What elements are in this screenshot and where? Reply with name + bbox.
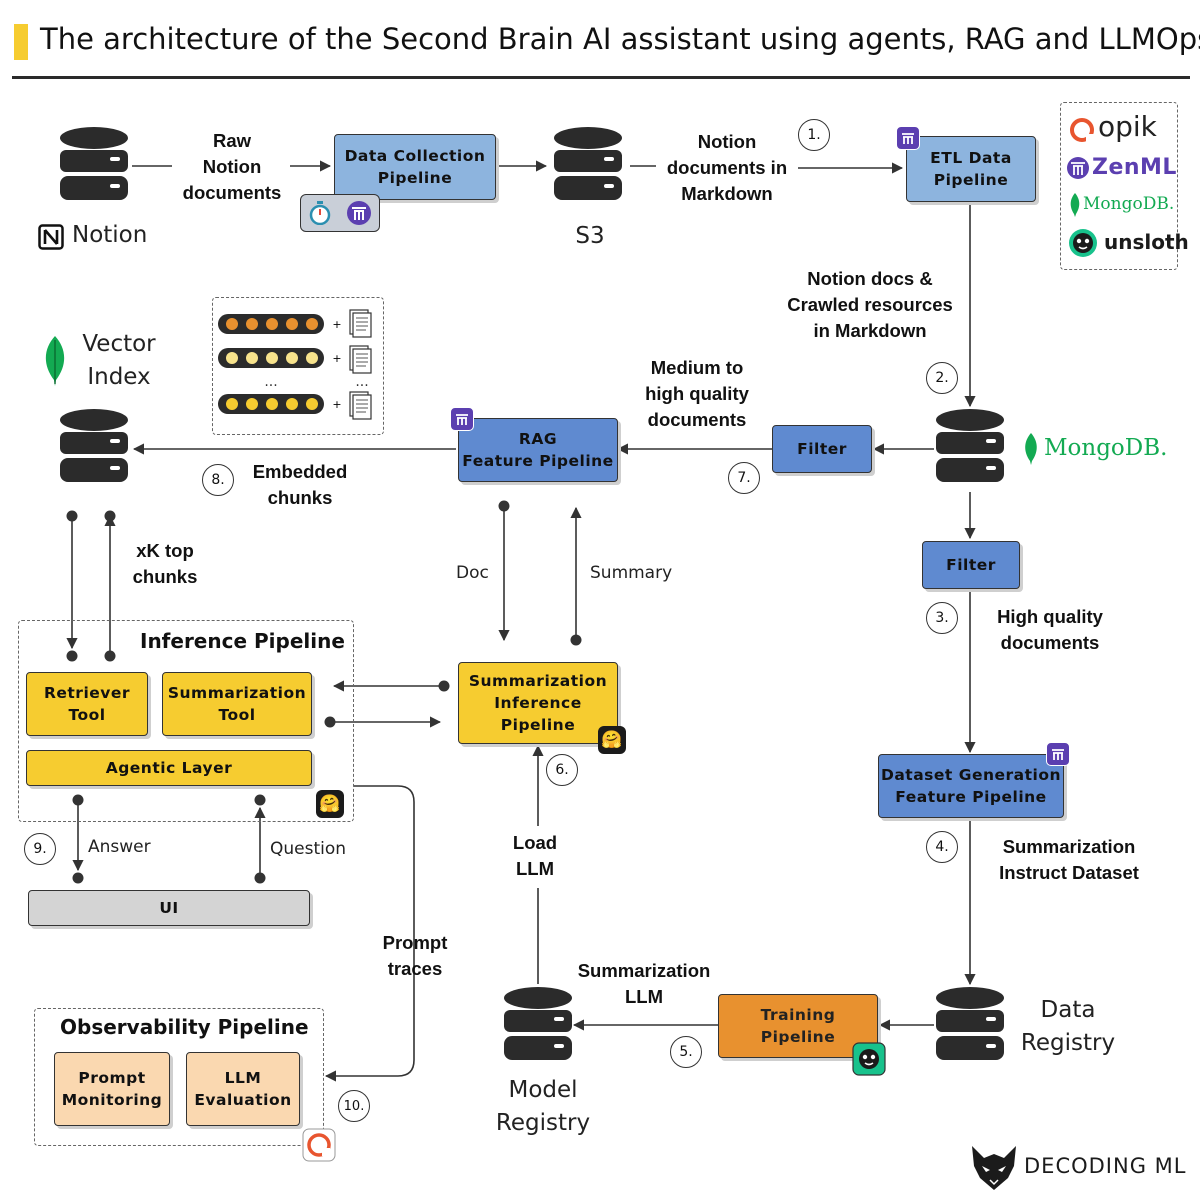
unsloth-icon [852, 1042, 886, 1076]
opik-icon [302, 1128, 336, 1162]
chunks-illustration [212, 297, 384, 435]
zenml-wordmark: ZenML [1092, 155, 1177, 180]
svg-text:+: + [332, 318, 341, 331]
filter-high-quality[interactable]: Filter [922, 541, 1020, 589]
observability-pipeline-group [34, 1008, 324, 1146]
raw-notion-label: Raw Notion documents [182, 130, 282, 203]
notion-icon [38, 224, 64, 250]
prompt-traces-label: Prompt traces [382, 932, 448, 979]
llm-evaluation[interactable]: LLM Evaluation [186, 1052, 300, 1126]
zenml-icon [1046, 742, 1070, 766]
database-icon [936, 987, 1004, 1060]
svg-text:+: + [332, 398, 341, 411]
doc-label: Doc [456, 563, 489, 583]
mongodb-leaf-icon [1025, 433, 1037, 465]
load-llm-label: Load LLM [512, 832, 558, 879]
data-collection-tools [300, 194, 380, 232]
answer-label: Answer [88, 837, 151, 857]
data-registry-label: Data Registry [1020, 997, 1116, 1056]
huggingface-icon: 🤗 [598, 726, 626, 754]
step-3: 3. [926, 602, 958, 634]
zenml-icon [1067, 157, 1089, 179]
mongodb-wordmark: MongoDB. [1044, 435, 1168, 461]
zenml-icon [450, 407, 474, 431]
step-7: 7. [728, 462, 760, 494]
summarization-inference-pipeline[interactable]: Summarization Inference Pipeline [458, 662, 618, 744]
database-icon [60, 127, 128, 200]
rag-feature-pipeline[interactable]: RAG Feature Pipeline [458, 418, 618, 482]
database-icon [504, 987, 572, 1060]
medium-high-label: Medium to high quality documents [645, 357, 749, 430]
embedded-chunks-label: Embedded chunks [252, 461, 348, 508]
agentic-layer[interactable]: Agentic Layer [26, 750, 312, 786]
opik-wordmark: opik [1098, 110, 1157, 143]
etl-data-pipeline[interactable]: ETL Data Pipeline [906, 136, 1036, 202]
mongodb-leaf-icon [1070, 193, 1080, 217]
svg-text:...: ... [264, 374, 277, 390]
step-9: 9. [24, 833, 56, 865]
inference-pipeline-group [18, 620, 354, 822]
data-collection-pipeline[interactable]: Data Collection Pipeline [334, 134, 496, 200]
svg-text:...: ... [355, 374, 368, 390]
prompt-monitoring[interactable]: Prompt Monitoring [54, 1052, 170, 1126]
crawled-resources-label: Notion docs & Crawled resources in Markd… [787, 268, 953, 341]
database-icon [554, 127, 622, 200]
summarization-llm-label: Summarization LLM [577, 960, 711, 1007]
mongodb-small-wordmark: MongoDB. [1083, 194, 1175, 214]
s3-label: S3 [575, 223, 605, 249]
opik-icon [1070, 118, 1094, 142]
step-1: 1. [798, 119, 830, 151]
embedding-vectors-graphic: ... + + + ... [218, 309, 372, 420]
zenml-icon [896, 126, 920, 150]
zenml-icon [346, 201, 371, 225]
inference-pipeline-title: Inference Pipeline [140, 629, 345, 653]
huggingface-icon: 🤗 [316, 790, 344, 818]
edge-prompt-traces [324, 785, 415, 1082]
wolf-logo [972, 1146, 1016, 1190]
step-6: 6. [546, 754, 578, 786]
tech-stack-panel [1060, 102, 1178, 270]
title-accent [14, 24, 28, 60]
page-title: The architecture of the Second Brain AI … [40, 22, 1200, 56]
dataset-generation-pipeline[interactable]: Dataset Generation Feature Pipeline [878, 754, 1064, 818]
step-10: 10. [338, 1090, 370, 1122]
question-label: Question [270, 839, 347, 859]
title-divider [12, 76, 1190, 79]
svg-text:+: + [332, 352, 341, 365]
retriever-tool[interactable]: Retriever Tool [26, 672, 148, 736]
unsloth-icon [1069, 229, 1097, 257]
database-icon [60, 409, 128, 482]
step-8: 8. [202, 464, 234, 496]
step-2: 2. [926, 362, 958, 394]
step-5: 5. [670, 1036, 702, 1068]
ui-box[interactable]: UI [28, 890, 310, 926]
database-icon [936, 409, 1004, 482]
mongodb-leaf-icon [45, 336, 65, 386]
summarization-tool[interactable]: Summarization Tool [162, 672, 312, 736]
step-4: 4. [926, 831, 958, 863]
notion-markdown-label: Notion documents in Markdown [666, 131, 788, 204]
observability-pipeline-title: Observability Pipeline [60, 1015, 309, 1039]
summary-label: Summary [590, 563, 673, 583]
high-quality-label: High quality documents [997, 606, 1103, 653]
vector-index-label: Vector Index [82, 331, 156, 390]
filter-medium-quality[interactable]: Filter [772, 425, 872, 473]
xk-top-chunks-label: xK top chunks [132, 540, 198, 587]
training-pipeline[interactable]: Training Pipeline [718, 994, 878, 1058]
brand-wordmark: DECODING ML [1024, 1154, 1187, 1178]
unsloth-wordmark: unsloth [1104, 230, 1189, 254]
summarization-instruct-label: Summarization Instruct Dataset [999, 836, 1139, 883]
stopwatch-icon [309, 201, 330, 225]
model-registry-label: Model Registry [495, 1077, 591, 1136]
notion-label: Notion [72, 222, 148, 248]
